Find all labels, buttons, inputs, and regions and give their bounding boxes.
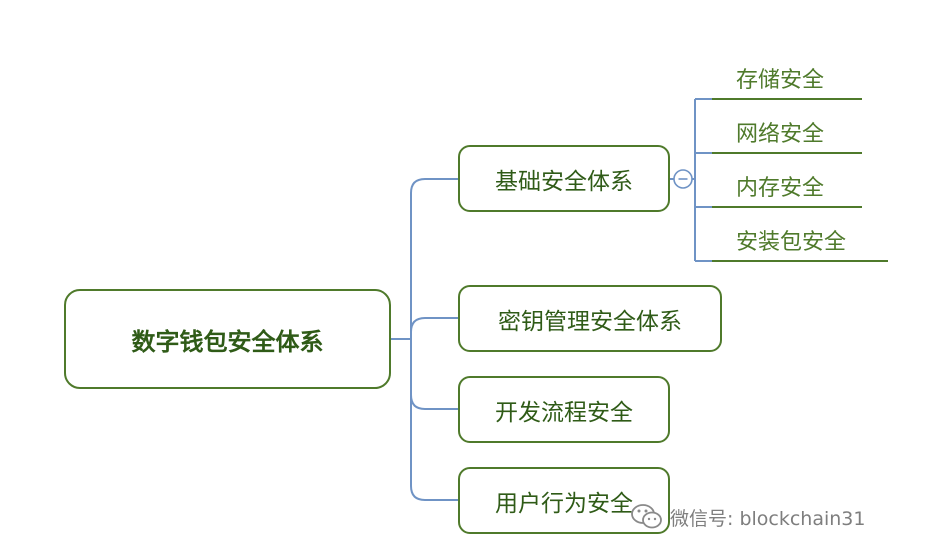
branch-node-dev-process[interactable]: 开发流程安全: [458, 376, 670, 443]
connector-branch-4: [410, 485, 458, 501]
branch-node-user-behavior[interactable]: 用户行为安全: [458, 467, 670, 534]
minus-circle-icon[interactable]: [673, 169, 693, 189]
leaf-node-memory[interactable]: 内存安全: [736, 176, 825, 201]
branch-node-label: 用户行为安全: [495, 490, 633, 517]
connector-branch-3: [410, 394, 458, 410]
branch-node-label: 密钥管理安全体系: [498, 308, 682, 335]
connector-branch-2: [410, 317, 458, 333]
leaf-node-storage[interactable]: 存储安全: [736, 68, 825, 93]
root-node-label: 数字钱包安全体系: [131, 327, 324, 356]
leaf-node-package[interactable]: 安装包安全: [736, 230, 847, 255]
leaf-node-network[interactable]: 网络安全: [736, 122, 825, 147]
connector-branch-1: [410, 178, 458, 194]
root-node[interactable]: 数字钱包安全体系: [64, 289, 391, 389]
branch-node-key-management[interactable]: 密钥管理安全体系: [458, 285, 722, 352]
watermark: 微信号: blockchain31: [630, 500, 865, 534]
branch-node-label: 开发流程安全: [495, 399, 633, 426]
branch-node-label: 基础安全体系: [495, 168, 633, 195]
wechat-logo-icon: [631, 504, 662, 529]
watermark-text: 微信号: blockchain31: [670, 507, 866, 530]
branch-node-basic-security[interactable]: 基础安全体系: [458, 145, 670, 212]
